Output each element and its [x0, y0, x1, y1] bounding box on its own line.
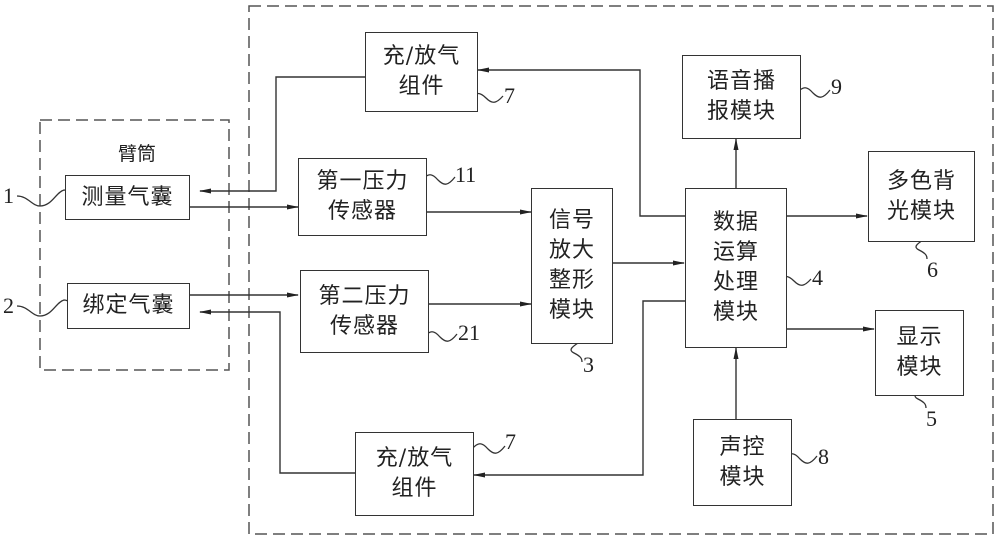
ref-number-2: 2 — [3, 293, 14, 318]
data-processing-block: 数据运算处理模块 — [685, 188, 787, 348]
block-label-line: 光模块 — [886, 198, 956, 224]
block-label-line: 放大 — [548, 238, 595, 263]
ref-number-3: 3 — [583, 352, 594, 377]
display-block: 显示模块 — [875, 310, 964, 396]
ref-number-11: 11 — [455, 162, 477, 187]
ref-number-6: 6 — [927, 257, 938, 282]
block-label-line: 测量气囊 — [81, 184, 174, 210]
ref-leader-9 — [796, 87, 831, 98]
block-label-line: 充/放气 — [375, 446, 454, 471]
block-label-line: 组件 — [398, 74, 445, 99]
link-inflate-top-to-measure-bag — [199, 76, 365, 194]
arm-cuff-group-border — [39, 119, 230, 371]
ref-number-5: 5 — [926, 406, 937, 431]
ref-leader-3 — [570, 342, 583, 363]
main-unit-group-border — [248, 5, 994, 535]
link-inflate-bottom-to-bind-bag — [199, 309, 355, 474]
inflate-deflate-top-block: 充/放气组件 — [365, 32, 478, 112]
block-label-line: 充/放气 — [382, 44, 461, 69]
block-label-line: 声控 — [719, 434, 766, 460]
ref-leader-6 — [915, 239, 928, 260]
voice-control-block: 声控模块 — [693, 419, 792, 506]
block-label-line: 模块 — [719, 464, 766, 490]
block-label-line: 模块 — [712, 300, 759, 325]
ref-number-7-bottom: 7 — [505, 429, 516, 454]
block-label-line: 绑定气囊 — [82, 293, 175, 318]
ref-number-21: 21 — [458, 320, 480, 345]
block-label-line: 传感器 — [327, 199, 397, 224]
bind-bag-block: 绑定气囊 — [67, 283, 190, 329]
block-label-line: 模块 — [896, 355, 943, 380]
block-label-line: 处理 — [712, 270, 759, 295]
ref-leader-2 — [16, 299, 74, 317]
block-label-line: 第二压力 — [318, 283, 411, 309]
block-label-line: 模块 — [548, 298, 595, 323]
link-cpu-to-inflate-bottom — [473, 300, 685, 478]
block-label-line: 组件 — [391, 476, 438, 501]
signal-amplifier-block: 信号放大整形模块 — [531, 188, 613, 344]
ref-number-7-top: 7 — [504, 83, 515, 108]
ref-number-8: 8 — [818, 444, 829, 469]
link-cpu-to-inflate-top — [477, 67, 685, 217]
block-label-line: 数据 — [712, 210, 759, 235]
block-label-line: 整形 — [548, 268, 595, 293]
voice-broadcast-block: 语音播报模块 — [682, 55, 801, 139]
block-label-line: 运算 — [712, 240, 759, 265]
inflate-deflate-bottom-block: 充/放气组件 — [355, 432, 474, 516]
second-pressure-sensor-block: 第二压力传感器 — [300, 270, 429, 353]
block-label-line: 传感器 — [329, 313, 399, 339]
ref-leader-7-bottom — [471, 443, 506, 454]
ref-number-1: 1 — [3, 183, 14, 208]
block-label-line: 多色背 — [886, 168, 956, 194]
block-label-line: 显示 — [896, 325, 943, 350]
measure-bag-block: 测量气囊 — [65, 175, 190, 220]
ref-number-4: 4 — [812, 265, 823, 290]
block-label-line: 语音播 — [706, 69, 776, 94]
arm-cuff-title: 臂筒 — [118, 143, 157, 165]
ref-number-9: 9 — [831, 74, 842, 99]
multicolor-backlight-block: 多色背光模块 — [868, 151, 975, 242]
block-label-line: 报模块 — [706, 99, 776, 124]
block-label-line: 信号 — [548, 208, 595, 233]
block-label-line: 第一压力 — [316, 169, 409, 194]
first-pressure-sensor-block: 第一压力传感器 — [298, 158, 427, 236]
